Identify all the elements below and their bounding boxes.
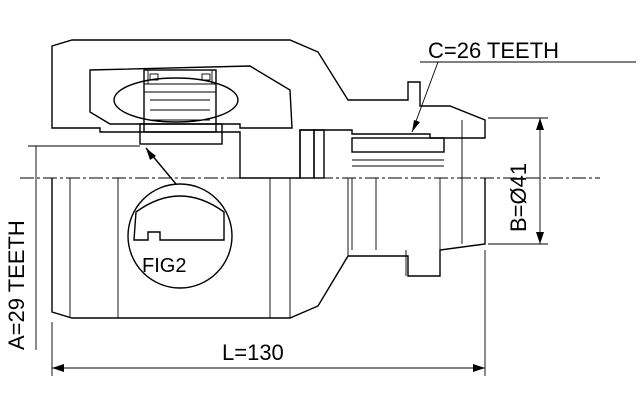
fig2-detail: FIG2 xyxy=(127,147,233,289)
dim-c: C=26 TEETH xyxy=(411,38,636,133)
a-teeth-label: A=29 TEETH xyxy=(4,220,29,350)
length-label: L=130 xyxy=(222,340,284,365)
roller-assembly xyxy=(113,69,239,145)
fig2-label: FIG2 xyxy=(142,255,186,277)
spline-sleeve xyxy=(299,129,445,179)
dim-a: A=29 TEETH xyxy=(4,145,140,350)
dim-b: B=Ø41 xyxy=(488,117,548,245)
housing-lower-outline xyxy=(51,120,486,319)
c-teeth-label: C=26 TEETH xyxy=(428,38,559,63)
housing-upper-section xyxy=(51,39,486,179)
b-diameter-label: B=Ø41 xyxy=(506,163,531,232)
dim-l: L=130 xyxy=(51,250,486,376)
